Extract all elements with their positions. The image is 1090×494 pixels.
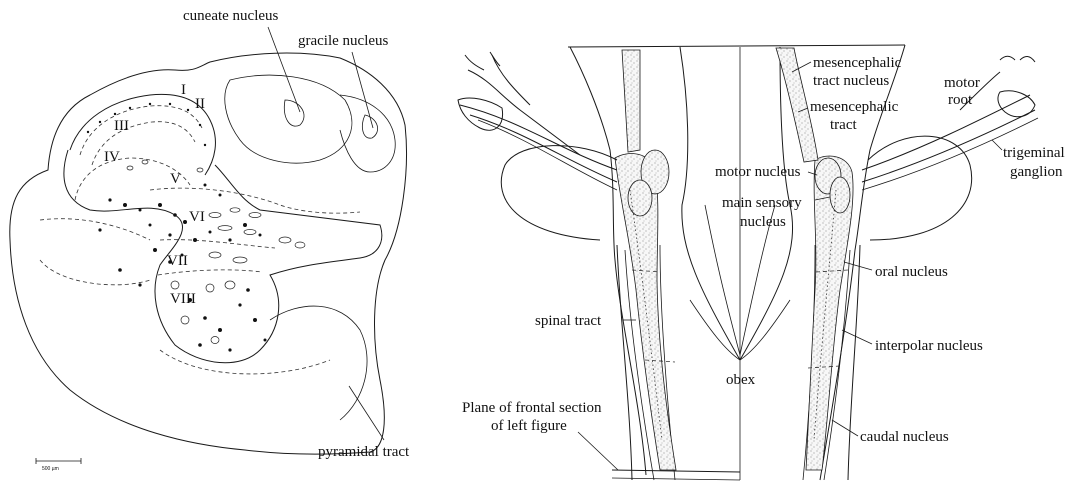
scale-bar-label: 500 µm bbox=[42, 466, 59, 472]
motor-root-label-1: motor bbox=[944, 75, 980, 91]
spinal-tract-label: spinal tract bbox=[535, 313, 602, 329]
oral-leader bbox=[844, 262, 872, 270]
cell-bodies bbox=[87, 103, 267, 352]
motor-root-label-2: root bbox=[948, 92, 973, 108]
motor-nucleus-label: motor nucleus bbox=[715, 164, 801, 180]
mesencephalic-tract-nucleus-label-1: mesencephalic bbox=[813, 55, 902, 71]
trigeminal-ganglion-label-2: ganglion bbox=[1010, 164, 1063, 180]
pyramid-outline bbox=[270, 306, 367, 420]
ventricle-inner-left bbox=[705, 205, 740, 355]
grey-matter-outline bbox=[64, 150, 382, 363]
scale-bar-line bbox=[36, 458, 81, 464]
mesencephalic-tract-label-2: tract bbox=[830, 117, 857, 133]
lamina-i-boundary bbox=[70, 94, 215, 175]
left-motor-root-2 bbox=[492, 55, 530, 105]
left-ganglion bbox=[458, 98, 503, 130]
interpolar-leader bbox=[842, 330, 872, 344]
left-nerve-bundle-2 bbox=[470, 115, 617, 182]
left-nerve-bundle-1 bbox=[460, 105, 617, 170]
left-main-sensory-oval bbox=[628, 180, 652, 216]
obex-label: obex bbox=[726, 372, 756, 388]
cuneate-nucleus-label: cuneate nucleus bbox=[183, 8, 279, 24]
ganglion-leader bbox=[992, 140, 1002, 150]
lamina-i-label: I bbox=[181, 82, 186, 98]
frontal-section-drawing bbox=[10, 53, 407, 464]
column-right-outer bbox=[848, 245, 860, 480]
left-mes-tract bbox=[622, 50, 640, 152]
lamina-vii-label: VII bbox=[167, 253, 188, 269]
plane-of-section-label-1: Plane of frontal section bbox=[462, 400, 602, 416]
caudal-leader bbox=[832, 420, 858, 436]
cuneate-region bbox=[225, 75, 352, 163]
plane-leader bbox=[578, 432, 618, 470]
cuneate-leader bbox=[268, 27, 300, 112]
lamina-vi-label: VI bbox=[189, 209, 205, 225]
lamina-vii-viii-boundary bbox=[158, 270, 262, 275]
mesencephalic-tract-label-1: mesencephalic bbox=[810, 99, 899, 115]
lamina-iii-label: III bbox=[114, 118, 129, 134]
interpolar-nucleus-label: interpolar nucleus bbox=[875, 338, 983, 354]
cuneate-core bbox=[284, 100, 304, 126]
caudal-nucleus-label: caudal nucleus bbox=[860, 429, 949, 445]
main-sensory-nucleus-label-1: main sensory bbox=[722, 195, 802, 211]
trigeminal-ganglion-label-1: trigeminal bbox=[1003, 145, 1065, 161]
plane-of-section-line-2 bbox=[612, 478, 740, 480]
gracile-nucleus-label: gracile nucleus bbox=[298, 33, 389, 49]
lamina-v-label: V bbox=[170, 171, 181, 187]
section-outline bbox=[10, 53, 407, 454]
right-main-sensory-oval bbox=[830, 177, 850, 213]
lamina-viii-label: VIII bbox=[170, 291, 196, 307]
lamina-iv-label: IV bbox=[104, 149, 120, 165]
main-sensory-nucleus-label-2: nucleus bbox=[740, 214, 786, 230]
lamina-ii-label: II bbox=[195, 96, 205, 112]
plane-of-section-label-2: of left figure bbox=[491, 418, 567, 434]
right-root-fork bbox=[1000, 56, 1035, 62]
pyramidal-tract-label: pyramidal tract bbox=[318, 444, 410, 460]
gracile-leader bbox=[352, 52, 373, 128]
pyramidal-leader bbox=[349, 386, 384, 440]
top-boundary bbox=[568, 45, 905, 47]
right-pons-lobe bbox=[868, 136, 972, 240]
mesencephalic-tract-nucleus-label-2: tract nucleus bbox=[813, 73, 889, 89]
lamina-v-vi-boundary bbox=[150, 188, 360, 213]
oral-nucleus-label: oral nucleus bbox=[875, 264, 948, 280]
